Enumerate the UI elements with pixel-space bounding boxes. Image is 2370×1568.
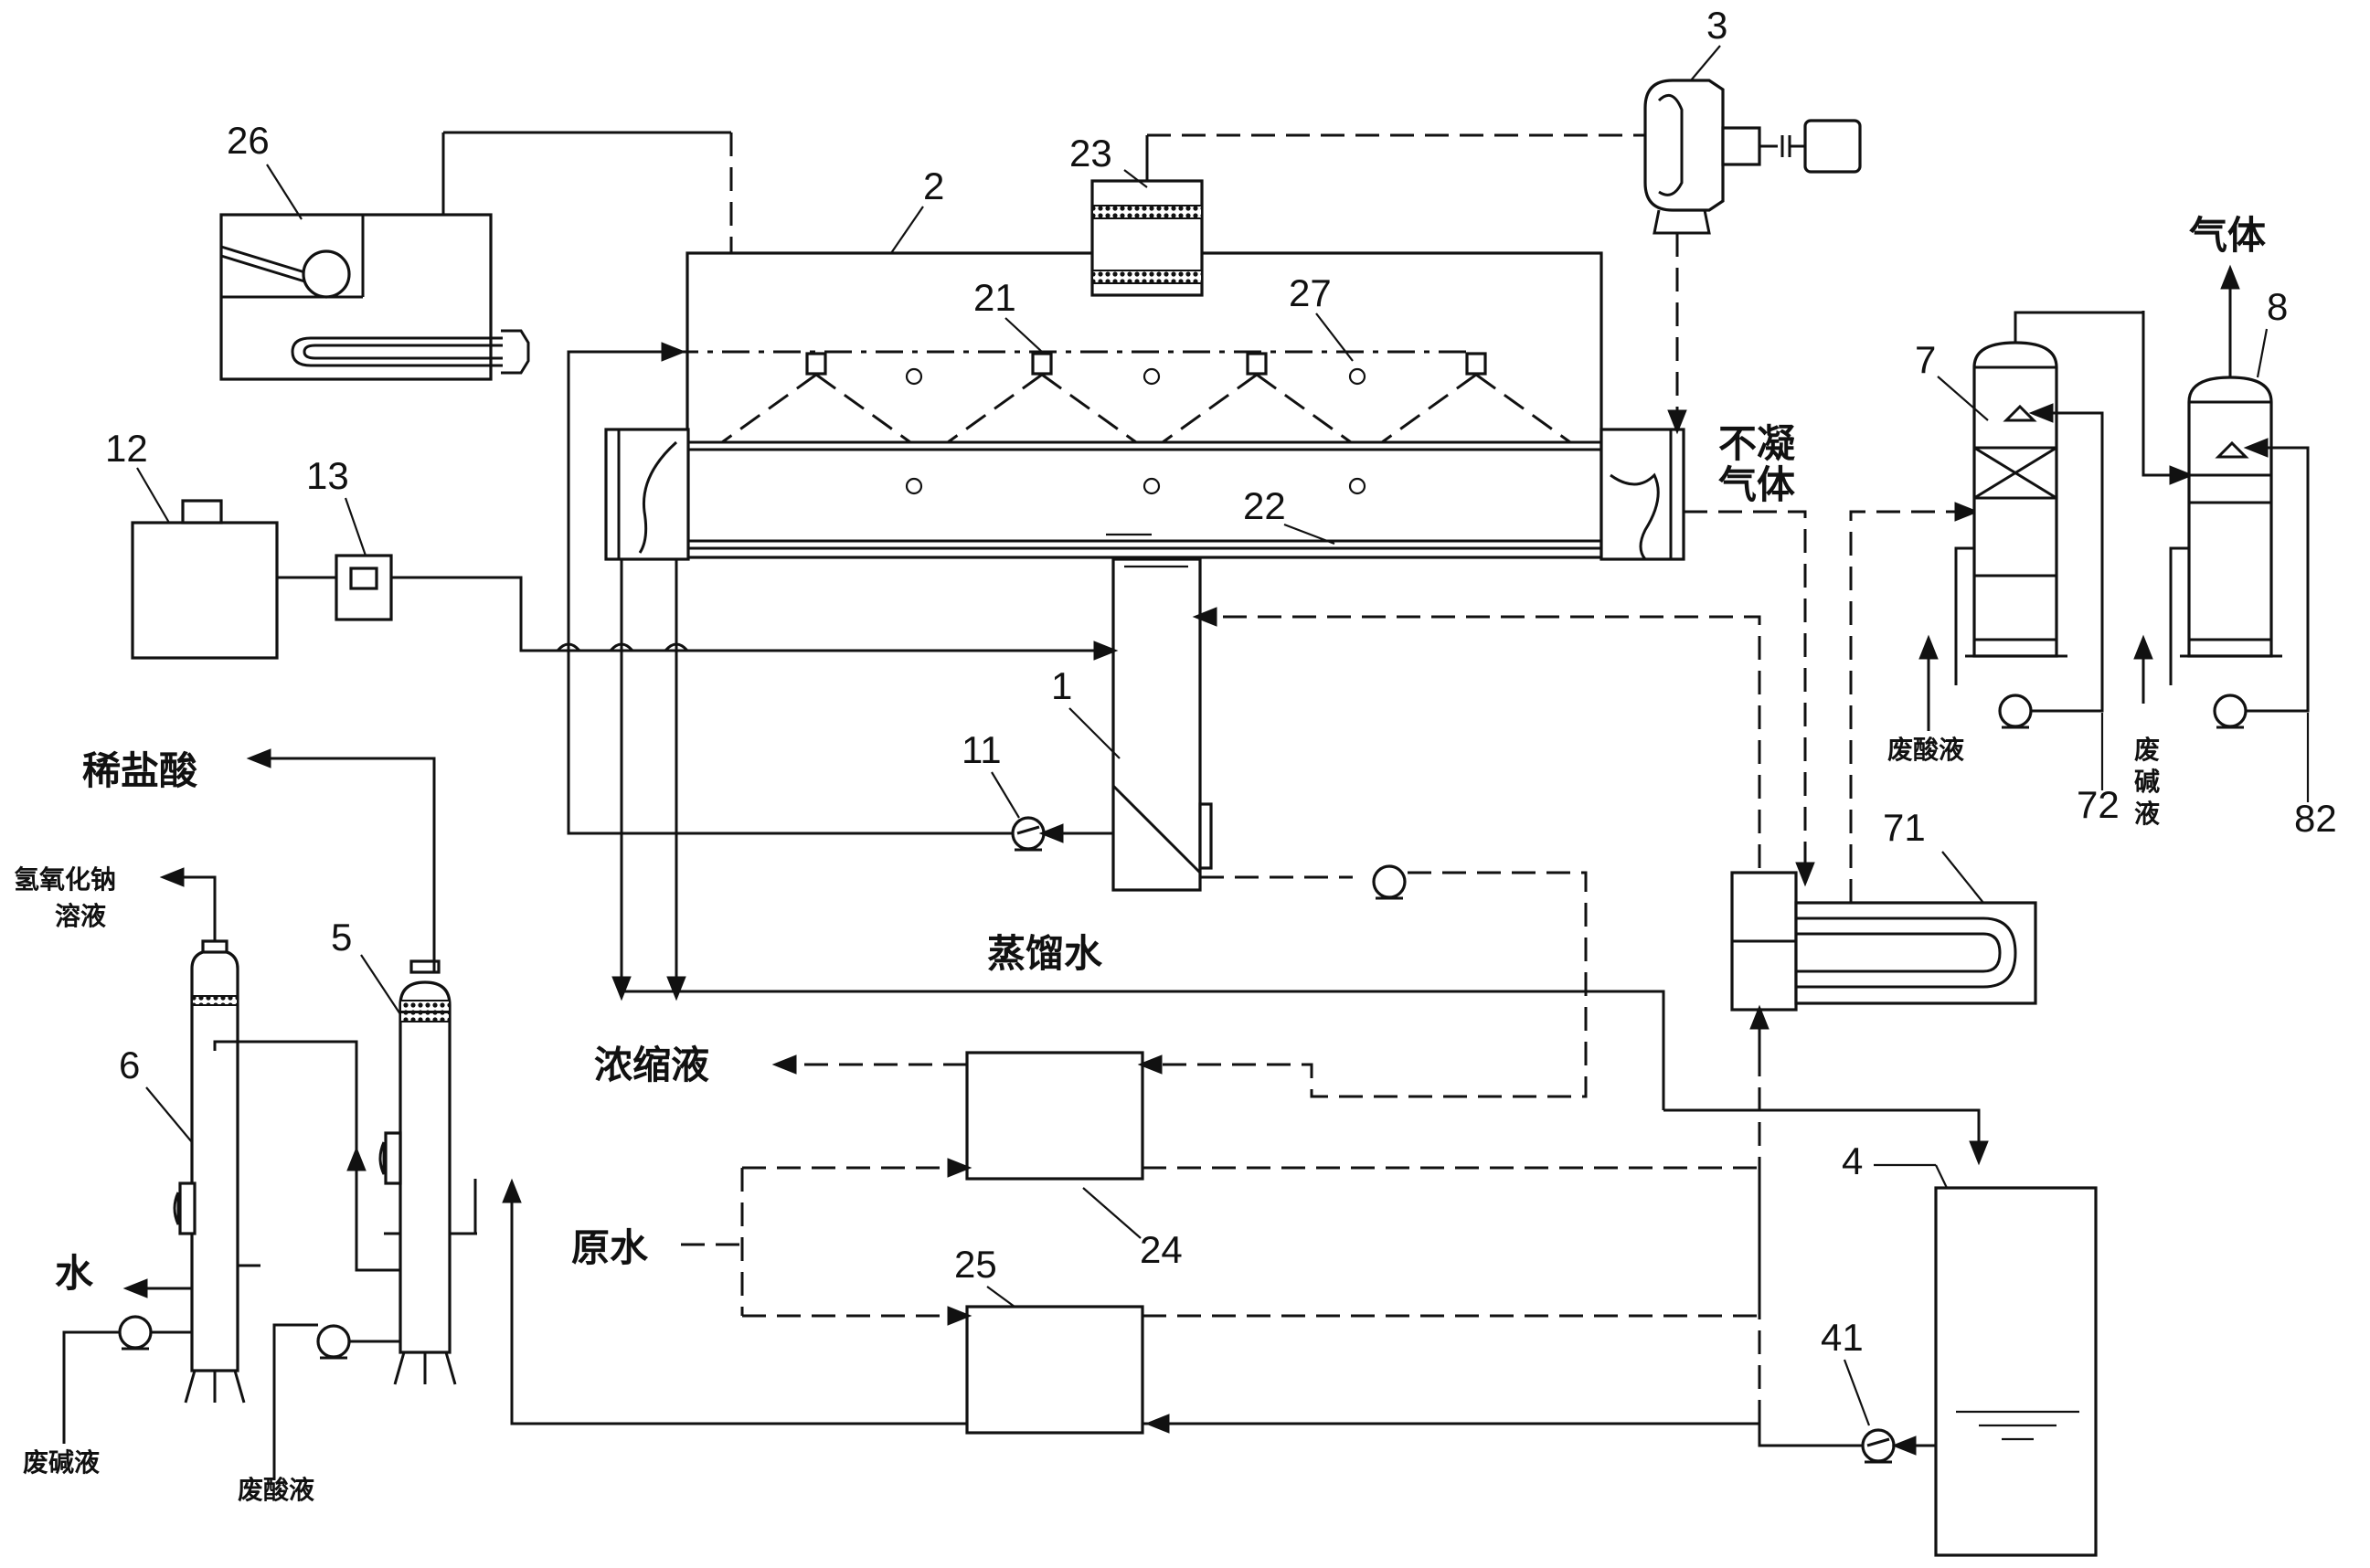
label-4: 4 (1842, 1139, 1863, 1182)
label-5: 5 (331, 916, 352, 959)
label-waste-alkali-8-3: 液 (2134, 799, 2160, 829)
pump-alkali-waste (118, 1315, 153, 1351)
label-22: 22 (1243, 484, 1286, 527)
label-26: 26 (227, 119, 270, 162)
label-11: 11 (962, 728, 1002, 771)
label-23: 23 (1069, 132, 1112, 175)
label-25: 25 (954, 1243, 997, 1286)
preheater-25 (965, 1305, 1144, 1435)
label-dilute-hcl: 稀盐酸 (82, 748, 198, 793)
label-naoh-2: 溶液 (55, 901, 106, 931)
label-72: 72 (2077, 783, 2120, 826)
label-7: 7 (1915, 338, 1936, 381)
label-71: 71 (1883, 806, 1926, 849)
label-waste-alkali-8-2: 碱 (2134, 767, 2160, 797)
acid-scrubber-7 (1965, 341, 2067, 658)
label-21: 21 (973, 276, 1016, 319)
label-3: 3 (1706, 4, 1727, 47)
alkali-column-6 (173, 939, 260, 1404)
label-concentrate: 浓缩液 (594, 1043, 709, 1087)
preheater-24 (965, 1051, 1144, 1181)
label-waste-alkali: 废碱液 (23, 1447, 100, 1478)
label-gas: 气体 (2189, 213, 2266, 258)
label-raw-water: 原水 (571, 1225, 649, 1270)
dosing-tank-12 (131, 499, 279, 660)
label-2: 2 (923, 164, 944, 207)
sump-1 (1111, 557, 1213, 892)
pump-82 (2213, 694, 2248, 729)
label-distilled-water: 蒸馏水 (987, 931, 1103, 976)
nozzle (1381, 352, 1571, 444)
label-27: 27 (1289, 271, 1332, 314)
pump-41 (1861, 1428, 1896, 1464)
evaporator-2 (604, 251, 1685, 561)
label-noncondensable-1: 不凝 (1718, 421, 1795, 466)
nozzle (947, 352, 1137, 444)
label-8: 8 (2267, 285, 2288, 328)
label-13: 13 (306, 454, 349, 497)
heater-26 (219, 131, 731, 381)
spray-nozzles-21 (569, 350, 1571, 444)
label-water: 水 (55, 1251, 94, 1296)
label-1: 1 (1051, 664, 1072, 707)
label-waste-acid: 废酸液 (238, 1475, 314, 1505)
demister-23 (1090, 135, 1204, 297)
pump-acid-waste (316, 1324, 351, 1360)
dosing-pump-13 (335, 554, 393, 621)
label-noncondensable-2: 气体 (1718, 462, 1795, 507)
label-82: 82 (2294, 797, 2337, 840)
nozzle (721, 352, 911, 444)
alkali-scrubber-8 (2180, 376, 2282, 658)
sensors-27 (905, 367, 1366, 495)
label-41: 41 (1821, 1316, 1864, 1359)
condenser-71 (1730, 871, 2037, 1012)
compressor-3 (1643, 79, 1862, 235)
pump-72 (1998, 694, 2033, 729)
label-6: 6 (119, 1044, 140, 1086)
water-tank-4 (1934, 1186, 2098, 1557)
pump-concentrate (1372, 864, 1407, 900)
label-12: 12 (105, 427, 148, 470)
label-naoh-1: 氢氧化钠 (14, 864, 116, 895)
acid-column-5 (378, 959, 477, 1385)
pump-11 (1011, 816, 1046, 852)
nozzle (1162, 352, 1352, 444)
label-24: 24 (1140, 1228, 1183, 1271)
label-waste-acid-7: 废酸液 (1887, 735, 1964, 765)
label-waste-alkali-8-1: 废 (2134, 735, 2160, 765)
